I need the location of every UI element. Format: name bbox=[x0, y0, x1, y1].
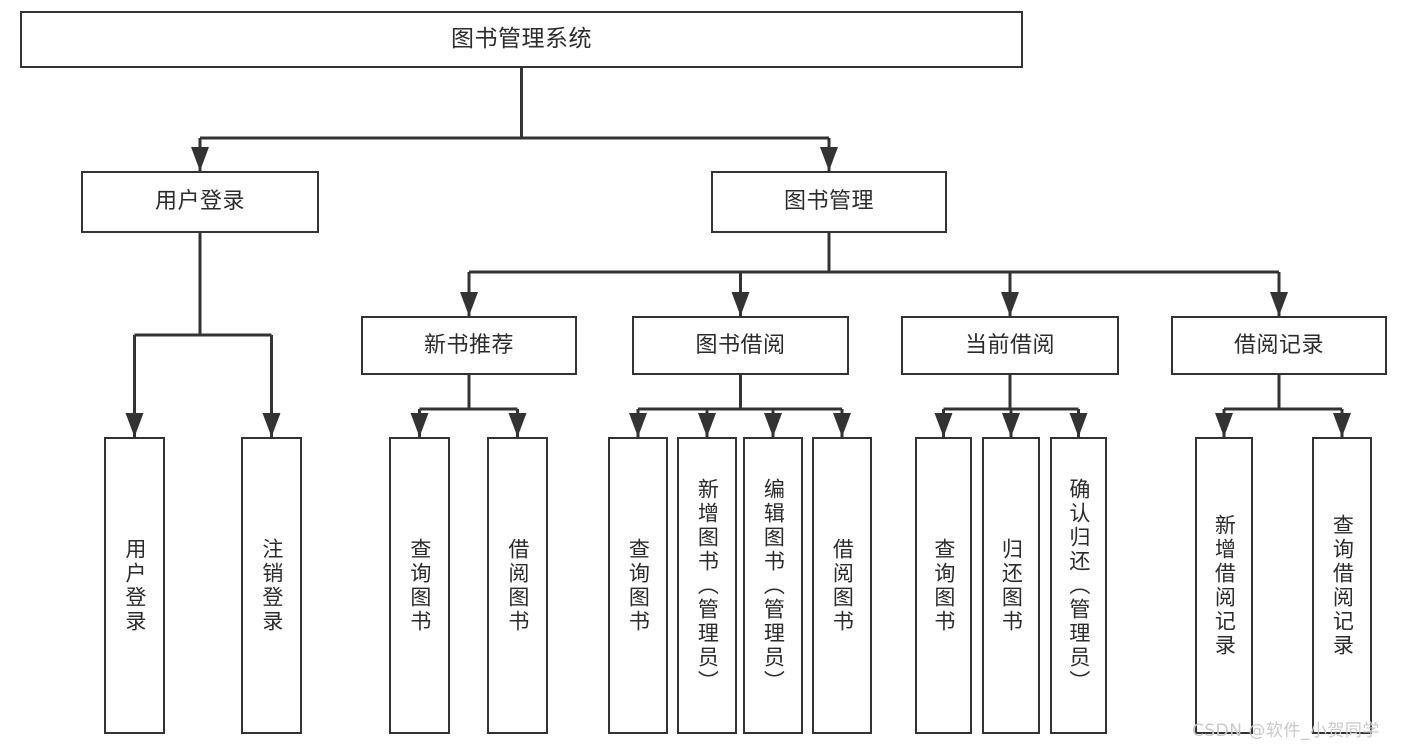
node-leaf-br-query[interactable]: 查询借阅记录 bbox=[1312, 437, 1372, 734]
arrowhead-icon bbox=[191, 147, 209, 171]
arrowhead-icon bbox=[629, 413, 647, 437]
node-current-borrow[interactable]: 当前借阅 bbox=[901, 316, 1119, 375]
arrowhead-icon bbox=[1215, 413, 1233, 437]
node-leaf-cb-return[interactable]: 归还图书 bbox=[982, 437, 1040, 734]
arrowhead-icon bbox=[1069, 413, 1088, 437]
arrowhead-icon bbox=[508, 413, 527, 437]
arrowhead-icon bbox=[731, 292, 750, 316]
node-root[interactable]: 图书管理系统 bbox=[20, 11, 1023, 68]
node-label: 查询图书 bbox=[931, 537, 956, 634]
node-label: 归还图书 bbox=[999, 537, 1024, 634]
node-label: 图书借阅 bbox=[695, 332, 786, 358]
arrowhead-icon bbox=[833, 413, 851, 437]
node-leaf-user-login[interactable]: 用户登录 bbox=[104, 437, 165, 734]
node-label: 用户登录 bbox=[122, 537, 147, 634]
node-label: 新书推荐 bbox=[423, 332, 514, 358]
node-label: 借阅图书 bbox=[830, 537, 855, 634]
arrowhead-icon bbox=[1001, 292, 1019, 316]
arrowhead-icon bbox=[764, 413, 782, 437]
node-label: 新增图书（管理员） bbox=[695, 477, 720, 694]
node-leaf-logout[interactable]: 注销登录 bbox=[241, 437, 302, 734]
node-label: 新增借阅记录 bbox=[1212, 513, 1237, 658]
node-book-borrow[interactable]: 图书借阅 bbox=[632, 316, 849, 375]
node-book-manage[interactable]: 图书管理 bbox=[711, 171, 947, 233]
arrowhead-icon bbox=[1270, 292, 1288, 316]
node-label: 图书管理 bbox=[783, 189, 874, 215]
node-label: 查询图书 bbox=[407, 537, 432, 634]
watermark-label: CSDN @软件_小贺同学 bbox=[1192, 721, 1380, 741]
arrowhead-icon bbox=[820, 147, 838, 171]
arrowhead-icon bbox=[1002, 413, 1020, 437]
node-leaf-cb-confirm[interactable]: 确认归还（管理员） bbox=[1050, 437, 1107, 734]
node-leaf-bb-query[interactable]: 查询图书 bbox=[608, 437, 668, 734]
node-label: 当前借阅 bbox=[964, 332, 1055, 358]
arrowhead-icon bbox=[262, 413, 281, 437]
node-label: 查询借阅记录 bbox=[1330, 513, 1355, 658]
node-leaf-rec-query[interactable]: 查询图书 bbox=[389, 437, 450, 734]
node-leaf-rec-borrow[interactable]: 借阅图书 bbox=[487, 437, 548, 734]
node-borrow-record[interactable]: 借阅记录 bbox=[1171, 316, 1387, 375]
arrowhead-icon bbox=[410, 413, 429, 437]
node-label: 图书管理系统 bbox=[451, 25, 592, 52]
node-label: 确认归还（管理员） bbox=[1066, 477, 1091, 694]
node-leaf-cb-query[interactable]: 查询图书 bbox=[915, 437, 972, 734]
arrowhead-icon bbox=[1333, 413, 1351, 437]
node-label: 借阅图书 bbox=[505, 537, 530, 634]
node-leaf-br-add[interactable]: 新增借阅记录 bbox=[1195, 437, 1253, 734]
node-leaf-bb-borrow[interactable]: 借阅图书 bbox=[812, 437, 872, 734]
arrowhead-icon bbox=[460, 292, 478, 316]
node-leaf-bb-edit[interactable]: 编辑图书（管理员） bbox=[743, 437, 803, 734]
arrowhead-icon bbox=[698, 413, 716, 437]
node-user-login[interactable]: 用户登录 bbox=[81, 171, 319, 233]
node-label: 借阅记录 bbox=[1233, 332, 1324, 358]
node-new-book-rec[interactable]: 新书推荐 bbox=[361, 316, 577, 375]
arrowhead-icon bbox=[125, 413, 144, 437]
node-label: 查询图书 bbox=[626, 537, 651, 634]
node-leaf-bb-add[interactable]: 新增图书（管理员） bbox=[677, 437, 737, 734]
node-label: 用户登录 bbox=[154, 189, 245, 215]
node-label: 编辑图书（管理员） bbox=[761, 477, 786, 694]
arrowhead-icon bbox=[934, 413, 953, 437]
node-label: 注销登录 bbox=[259, 537, 284, 634]
